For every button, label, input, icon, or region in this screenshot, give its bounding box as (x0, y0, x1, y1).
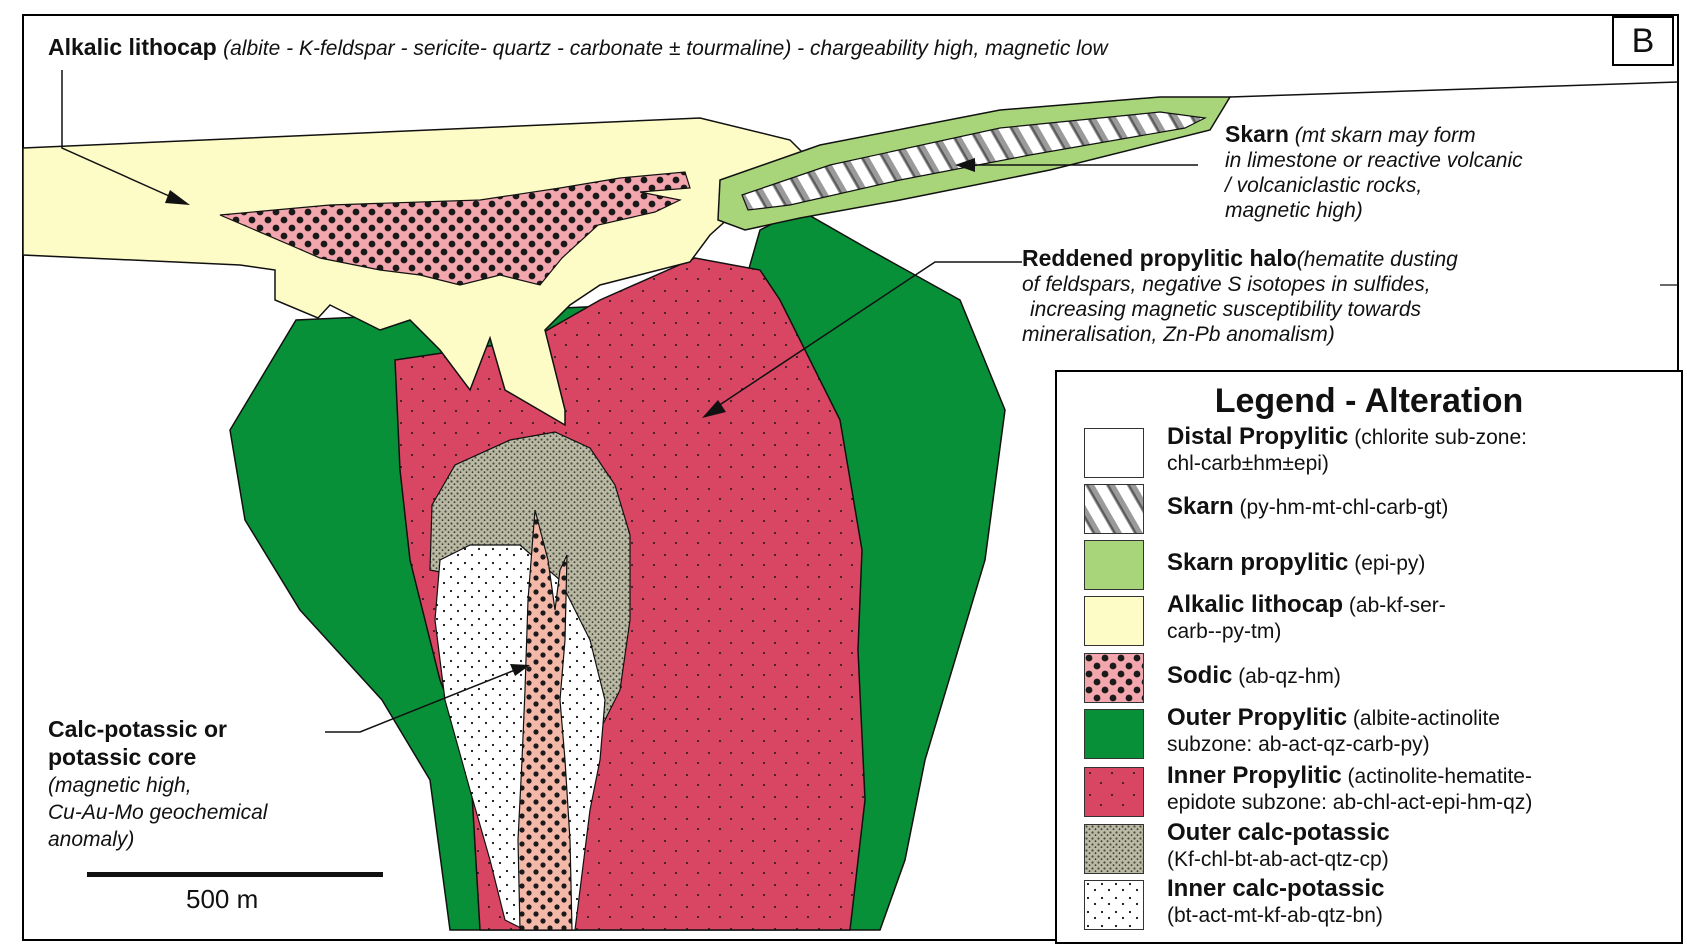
reddened-callout-name: Reddened propylitic halo (1022, 245, 1297, 271)
skarn-arrowhead (955, 158, 975, 172)
reddened-arrowhead (702, 400, 726, 418)
legend-item-outer-calc-potassic: Outer calc-potassic(Kf-chl-bt-ab-act-qtz… (1084, 820, 1674, 880)
legend-item-inner-propylitic: Inner Propylitic (actinolite-hematite-ep… (1084, 763, 1674, 823)
legend-item-sodic: Sodic (ab-qz-hm) (1084, 653, 1674, 709)
legend: Legend - Alteration Distal Propylitic (c… (1055, 370, 1683, 944)
skarn-swatch (1084, 484, 1144, 534)
outer-calc-potassic-swatch (1084, 824, 1144, 874)
lithocap-callout-detail: (albite - K-feldspar - sericite- quartz … (223, 37, 1108, 60)
core-arrowhead (510, 664, 530, 676)
skarn-callout-name: Skarn (1225, 121, 1289, 147)
legend-item-name: Outer Propylitic (1167, 704, 1348, 731)
legend-item-name: Distal Propylitic (1167, 423, 1349, 450)
panel-letter: B (1612, 16, 1674, 66)
core-callout-line3: (magnetic high, (48, 774, 192, 797)
legend-item-detail: (ab-kf-ser- (1348, 594, 1446, 617)
core-leader (325, 667, 521, 733)
skarn-callout-line1: (mt skarn may form (1294, 124, 1476, 147)
reddened-callout-line2: of feldspars, negative S isotopes in sul… (1022, 273, 1431, 296)
legend-item-detail: (epi-py) (1354, 552, 1426, 575)
outer-propylitic-swatch (1084, 709, 1144, 759)
sodic-swatch (1084, 653, 1144, 703)
inner-calc-potassic-swatch (1084, 880, 1144, 930)
reddened-callout-line3: increasing magnetic susceptibility towar… (1030, 298, 1422, 321)
legend-item-detail: (py-hm-mt-chl-carb-gt) (1239, 496, 1449, 519)
scale-bar-label: 500 m (186, 884, 259, 914)
legend-item-distal-propylitic: Distal Propylitic (chlorite sub-zone: chl… (1084, 424, 1674, 484)
inner-propylitic-swatch (1084, 767, 1144, 817)
legend-item-name: Sodic (1167, 662, 1233, 689)
legend-item-detail: (chlorite sub-zone: (1354, 426, 1527, 449)
legend-item-alkalic-lithocap: Alkalic lithocap (ab-kf-ser-carb--py-tm) (1084, 592, 1674, 652)
skarn-callout: Skarn (mt skarn may form in limestone or… (1225, 122, 1523, 223)
alkalic-lithocap-swatch (1084, 596, 1144, 646)
scale-bar (87, 872, 383, 877)
sodic-zone (219, 171, 691, 286)
skarn-callout-line4: magnetic high) (1225, 199, 1363, 222)
reddened-callout-line1: (hematite dusting (1296, 248, 1458, 271)
legend-item-name: Inner calc-potassic (1167, 875, 1385, 902)
legend-item-skarn: Skarn (py-hm-mt-chl-carb-gt) (1084, 484, 1674, 540)
core-callout-line5: anomaly) (48, 828, 135, 851)
reddened-halo-callout: Reddened propylitic halo(hematite dustin… (1022, 246, 1458, 347)
skarn-propylitic-swatch (1084, 540, 1144, 590)
legend-item-detail: (bt-act-mt-kf-ab-qtz-bn) (1167, 904, 1383, 927)
legend-item-detail: epidote subzone: ab-chl-act-epi-hm-qz) (1167, 791, 1533, 814)
lithocap-callout-name: Alkalic lithocap (48, 34, 217, 60)
skarn-callout-line2: in limestone or reactive volcanic (1225, 149, 1523, 172)
legend-title: Legend - Alteration (1214, 382, 1524, 420)
core-callout-line4: Cu-Au-Mo geochemical (48, 801, 268, 824)
calc-potassic-core-zone (517, 509, 573, 931)
lithocap-callout: Alkalic lithocap (albite - K-feldspar - … (48, 34, 1108, 61)
reddened-leader (711, 261, 1022, 411)
reddened-callout-line4: mineralisation, Zn-Pb anomalism) (1022, 323, 1335, 346)
legend-item-name: Skarn (1167, 493, 1234, 520)
legend-item-name: Alkalic lithocap (1167, 591, 1344, 618)
lithocap-arrowhead (165, 190, 190, 205)
legend-item-detail: subzone: ab-act-qz-carb-py) (1167, 733, 1430, 756)
legend-item-detail: carb--py-tm) (1167, 620, 1282, 643)
distal-propylitic-swatch (1084, 428, 1144, 478)
legend-item-name: Inner Propylitic (1167, 762, 1342, 789)
skarn-callout-line3: / volcaniclastic rocks, (1225, 174, 1423, 197)
core-callout-line2: potassic core (48, 744, 197, 770)
legend-item-detail: chl-carb±hm±epi) (1167, 452, 1329, 475)
legend-item-name: Skarn propylitic (1167, 549, 1349, 576)
legend-item-detail: (albite-actinolite (1352, 707, 1500, 730)
legend-item-inner-calc-potassic: Inner calc-potassic(bt-act-mt-kf-ab-qtz-… (1084, 876, 1674, 936)
core-callout-line1: Calc-potassic or (48, 716, 227, 742)
legend-item-name: Outer calc-potassic (1167, 819, 1390, 846)
legend-item-detail: (Kf-chl-bt-ab-act-qtz-cp) (1167, 848, 1389, 871)
legend-item-detail: (ab-qz-hm) (1238, 665, 1341, 688)
legend-item-detail: (actinolite-hematite- (1347, 765, 1532, 788)
legend-item-skarn-propylitic: Skarn propylitic (epi-py) (1084, 540, 1674, 596)
lithocap-leader (61, 70, 179, 201)
legend-item-outer-propylitic: Outer Propylitic (albite-actinolite subzo… (1084, 705, 1674, 765)
core-callout: Calc-potassic or potassic core (magnetic… (48, 717, 267, 854)
top-surface-line (1229, 81, 1679, 98)
